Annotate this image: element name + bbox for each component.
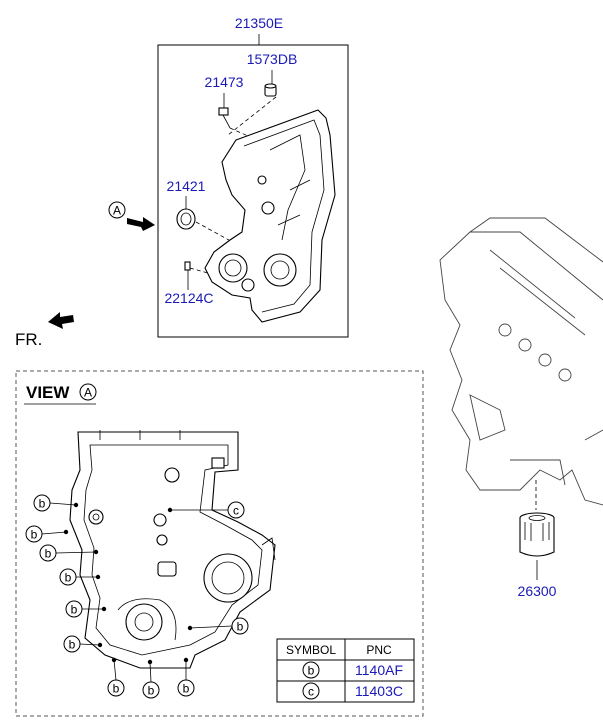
callout-c-1[interactable]: c: [170, 501, 245, 519]
view-a-title-letter: A: [84, 386, 92, 400]
pnc-plug[interactable]: 1573DB: [247, 51, 298, 67]
svg-text:b: b: [183, 682, 190, 696]
legend-header-symbol: SYMBOL: [286, 643, 336, 657]
legend-symbol-b: b: [308, 664, 315, 678]
legend-pnc-c[interactable]: 11403C: [355, 683, 403, 699]
legend-symbol-c-circle: [302, 682, 320, 700]
svg-text:b: b: [45, 547, 52, 561]
pnc-cover-assy[interactable]: 21350E: [235, 15, 283, 31]
pin-part: [184, 261, 191, 271]
front-indicator: FR.: [15, 312, 74, 349]
assembly-frame: [157, 44, 349, 338]
callout-b-7[interactable]: b: [107, 659, 125, 697]
callout-b-6[interactable]: b: [63, 635, 101, 653]
view-a-title-circle: [79, 383, 97, 401]
assembly-line-plug: [227, 96, 277, 136]
view-a-arrow-icon: [127, 217, 155, 231]
svg-text:b: b: [31, 528, 38, 542]
svg-text:b: b: [39, 497, 46, 511]
legend-symbol-b-circle: [302, 661, 320, 679]
callout-b-2[interactable]: b: [25, 525, 67, 543]
legend-header-pnc: PNC: [366, 643, 392, 657]
engine-block: [439, 217, 603, 506]
callout-b-3[interactable]: b: [39, 544, 97, 562]
pnc-oil-filter[interactable]: 26300: [518, 583, 557, 599]
callout-b-1[interactable]: b: [33, 494, 77, 512]
assembly-line-bolt: [229, 127, 249, 137]
svg-text:b: b: [69, 638, 76, 652]
pnc-pin[interactable]: 22124C: [164, 290, 213, 306]
svg-text:b: b: [65, 571, 72, 585]
view-a-title: VIEW: [26, 383, 70, 402]
svg-text:b: b: [71, 603, 78, 617]
timing-cover-part: [204, 109, 336, 323]
oil-filter-part: [519, 480, 555, 580]
callout-b-10[interactable]: b: [189, 617, 249, 635]
callout-b-9[interactable]: b: [177, 660, 195, 697]
view-a-letter: A: [113, 204, 121, 218]
cover-front-view: [69, 430, 276, 669]
callout-b-5[interactable]: b: [65, 600, 104, 618]
assembly-line-seal: [195, 221, 239, 246]
legend-table: SYMBOL PNC b 1140AF c 11403C: [276, 638, 415, 703]
view-a-panel: [15, 370, 424, 717]
svg-text:b: b: [148, 684, 155, 698]
bolt-part: [218, 107, 231, 129]
callout-b-8[interactable]: b: [142, 661, 160, 699]
svg-text:b: b: [237, 620, 244, 634]
front-arrow-icon: [48, 312, 74, 329]
svg-text:b: b: [113, 682, 120, 696]
plug-part: [264, 83, 277, 97]
view-a-indicator: A: [108, 201, 155, 231]
pnc-bolt[interactable]: 21473: [205, 74, 244, 90]
legend-pnc-b[interactable]: 1140AF: [355, 662, 403, 678]
seal-part: [176, 208, 196, 230]
front-label: FR.: [15, 330, 42, 349]
callout-b-4[interactable]: b: [59, 568, 98, 586]
svg-text:c: c: [233, 504, 239, 518]
pnc-seal[interactable]: 21421: [167, 178, 206, 194]
legend-symbol-c: c: [308, 685, 314, 699]
